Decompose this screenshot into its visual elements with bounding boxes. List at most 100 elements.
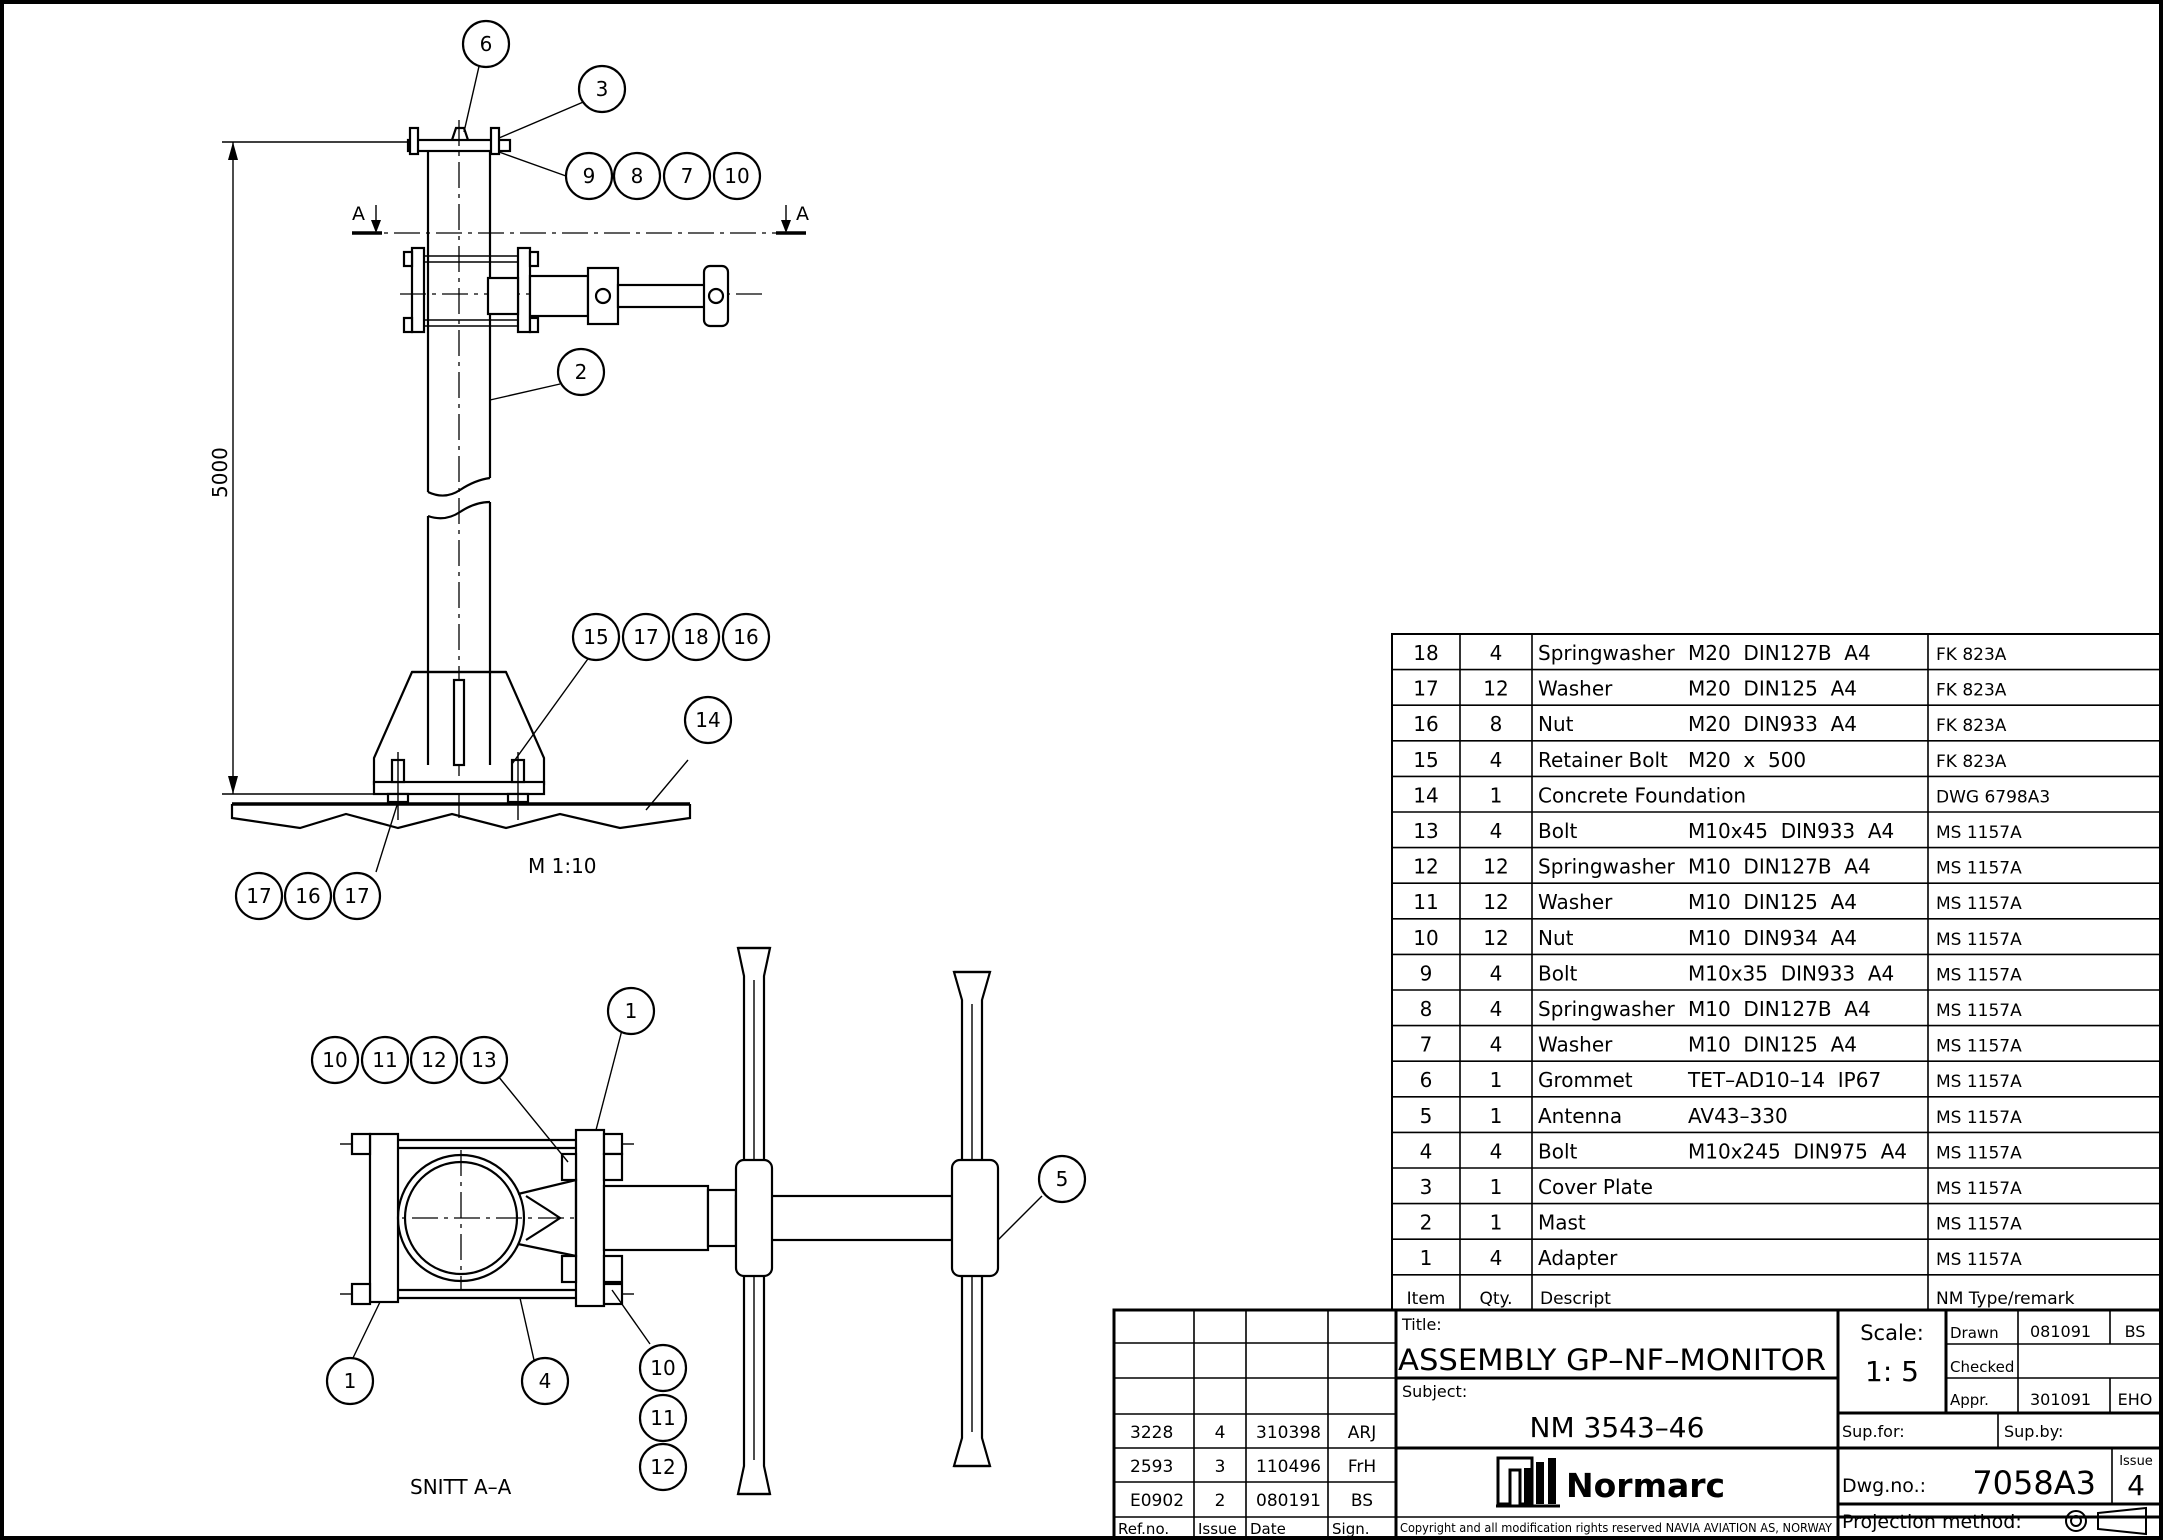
parts-cell-name: Nut xyxy=(1538,712,1574,736)
svg-text:16: 16 xyxy=(733,625,758,649)
parts-header-item: Item xyxy=(1407,1289,1446,1309)
revision-header-ref: Ref.no. xyxy=(1118,1520,1169,1538)
parts-cell-qty: 4 xyxy=(1490,961,1503,985)
sup-for-label: Sup.for: xyxy=(1842,1422,1905,1441)
parts-cell-type: MS 1157A xyxy=(1936,823,2022,843)
svg-text:10: 10 xyxy=(650,1356,675,1380)
parts-cell-qty: 1 xyxy=(1490,1104,1503,1128)
revision-date: 080191 xyxy=(1256,1491,1321,1511)
company-name: Normarc xyxy=(1566,1466,1725,1505)
parts-cell-qty: 4 xyxy=(1490,997,1503,1021)
parts-cell-name: Washer xyxy=(1538,1033,1613,1057)
revision-header-issue: Issue xyxy=(1198,1520,1237,1538)
balloon: 5 xyxy=(1037,1154,1087,1204)
svg-text:12: 12 xyxy=(650,1455,675,1479)
title-block: Title: ASSEMBLY GP–NF–MONITOR Subject: N… xyxy=(1394,1308,1840,1540)
normarc-logo-icon xyxy=(1496,1456,1560,1508)
svg-text:11: 11 xyxy=(650,1406,675,1430)
svg-text:1: 1 xyxy=(344,1369,357,1393)
svg-text:11: 11 xyxy=(372,1048,397,1072)
drawn-date: 081091 xyxy=(2030,1322,2091,1341)
balloon: 12 xyxy=(638,1442,688,1492)
section-mark-left: A xyxy=(352,203,365,225)
balloon: 1 xyxy=(606,986,656,1036)
parts-cell-type: MS 1157A xyxy=(1936,1250,2022,1270)
parts-cell-qty: 4 xyxy=(1490,1246,1503,1270)
parts-cell-qty: 12 xyxy=(1483,677,1508,701)
balloon: 13 xyxy=(459,1035,509,1085)
sup-by-label: Sup.by: xyxy=(2004,1422,2063,1441)
issue-label: Issue xyxy=(2119,1454,2153,1469)
balloon: 14 xyxy=(683,695,733,745)
svg-text:17: 17 xyxy=(633,625,658,649)
scale-label: Scale: xyxy=(1860,1321,1924,1345)
parts-cell-item: 3 xyxy=(1420,1175,1433,1199)
parts-cell-item: 15 xyxy=(1413,748,1438,772)
parts-cell-name: Nut xyxy=(1538,926,1574,950)
svg-text:7: 7 xyxy=(681,164,694,188)
revision-sign: BS xyxy=(1351,1491,1373,1511)
parts-cell-item: 8 xyxy=(1420,997,1433,1021)
parts-cell-name: Antenna xyxy=(1538,1104,1622,1128)
approved-date: 301091 xyxy=(2030,1390,2091,1409)
parts-cell-qty: 1 xyxy=(1490,1211,1503,1235)
balloon: 3 xyxy=(577,64,627,114)
balloon: 10 xyxy=(310,1035,360,1085)
drawing-number-block: Dwg.no.: 7058A3 Issue 4 xyxy=(1836,1446,2163,1519)
balloon: 10 xyxy=(638,1343,688,1393)
balloon: 8 xyxy=(612,151,662,201)
parts-cell-spec: M10 DIN127B A4 xyxy=(1688,997,1871,1021)
parts-cell-spec: M10 DIN125 A4 xyxy=(1688,890,1857,914)
svg-text:6: 6 xyxy=(480,32,493,56)
checked-label: Checked xyxy=(1950,1358,2014,1376)
parts-cell-item: 2 xyxy=(1420,1211,1433,1235)
parts-cell-item: 1 xyxy=(1420,1246,1433,1270)
svg-text:9: 9 xyxy=(583,164,596,188)
parts-cell-qty: 1 xyxy=(1490,1175,1503,1199)
svg-text:10: 10 xyxy=(322,1048,347,1072)
parts-cell-item: 4 xyxy=(1420,1139,1433,1163)
parts-cell-item: 14 xyxy=(1413,783,1438,807)
parts-cell-name: Bolt xyxy=(1538,1139,1578,1163)
parts-cell-type: FK 823A xyxy=(1936,716,2007,736)
parts-cell-spec: M10x245 DIN975 A4 xyxy=(1688,1139,1907,1163)
scale-value: 1: 5 xyxy=(1865,1355,1919,1388)
drawing-title: ASSEMBLY GP–NF–MONITOR xyxy=(1398,1343,1826,1377)
parts-cell-qty: 4 xyxy=(1490,641,1503,665)
parts-cell-type: MS 1157A xyxy=(1936,1215,2022,1235)
parts-cell-qty: 12 xyxy=(1483,926,1508,950)
parts-cell-type: MS 1157A xyxy=(1936,1179,2022,1199)
svg-text:4: 4 xyxy=(539,1369,552,1393)
elevation-view: 5000 A A xyxy=(208,19,809,921)
balloon: 1 xyxy=(325,1356,375,1406)
parts-cell-item: 13 xyxy=(1413,819,1438,843)
parts-cell-name: Washer xyxy=(1538,890,1613,914)
parts-cell-spec: M10 DIN127B A4 xyxy=(1688,855,1871,879)
svg-text:16: 16 xyxy=(295,884,320,908)
revision-date: 110496 xyxy=(1256,1457,1321,1477)
parts-cell-item: 5 xyxy=(1420,1104,1433,1128)
balloon: 15 xyxy=(571,612,621,662)
balloon: 17 xyxy=(621,612,671,662)
parts-cell-item: 18 xyxy=(1413,641,1438,665)
parts-cell-qty: 12 xyxy=(1483,890,1508,914)
scale-block: Scale: 1: 5 xyxy=(1836,1308,1948,1415)
parts-cell-spec: M20 DIN127B A4 xyxy=(1688,641,1871,665)
parts-cell-type: MS 1157A xyxy=(1936,1108,2022,1128)
parts-cell-qty: 4 xyxy=(1490,748,1503,772)
section-view: 1 10 11 12 13 5 1 4 10 11 12 SNITT A–A xyxy=(310,946,1087,1499)
revision-ref: 3228 xyxy=(1130,1423,1173,1443)
issue-value: 4 xyxy=(2127,1469,2145,1502)
parts-cell-qty: 4 xyxy=(1490,819,1503,843)
projection-symbol-icon xyxy=(2065,1506,2147,1536)
parts-cell-name: Springwasher xyxy=(1538,641,1676,665)
parts-cell-item: 6 xyxy=(1420,1068,1433,1092)
elevation-scale-label: M 1:10 xyxy=(528,854,597,878)
